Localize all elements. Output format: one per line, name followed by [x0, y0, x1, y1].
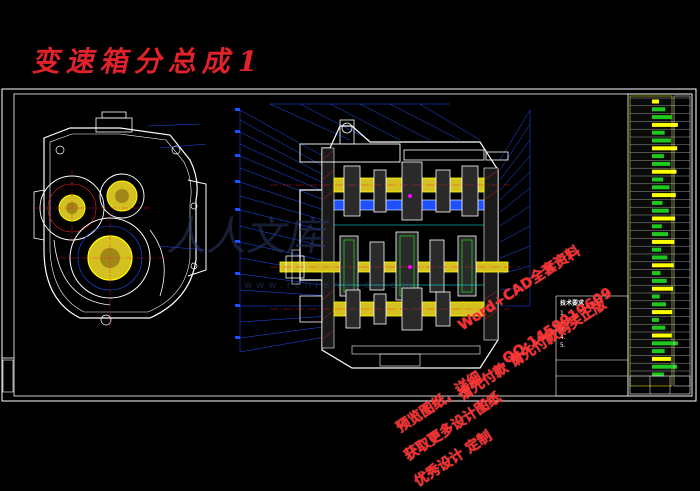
- parts-list-row-text: [652, 130, 665, 135]
- parts-list-row-text: [652, 310, 673, 315]
- technical-note-1: 1.: [560, 310, 566, 317]
- parts-list-row-text: [652, 107, 666, 112]
- parts-list-row-text: [652, 356, 671, 361]
- parts-list-row-text: [652, 333, 672, 338]
- parts-list-row-text: [652, 255, 668, 260]
- technical-note-4: 4.: [560, 334, 566, 341]
- parts-list-row-text: [652, 224, 662, 229]
- parts-list-row-text: [652, 232, 669, 237]
- technical-note-5: 5.: [560, 342, 566, 349]
- parts-list-row-text: [652, 349, 665, 354]
- technical-notes-heading: 技术要求: [560, 300, 585, 307]
- brand-url: www.renrendoc.com: [244, 280, 414, 291]
- parts-list-row-text: [652, 200, 663, 205]
- technical-note-2: 2.: [560, 318, 566, 325]
- parts-list-row-text: [652, 193, 676, 198]
- drawing-title: 变速箱分总成1: [30, 45, 267, 78]
- parts-list-row-text: [652, 364, 678, 369]
- parts-list-row-text: [652, 278, 667, 283]
- gearbox-section-view: [235, 103, 531, 369]
- parts-list-row-text: [652, 161, 671, 166]
- parts-list-table: [627, 93, 693, 397]
- technical-note-3: 3.: [560, 326, 566, 333]
- drawing-frame-outer: [1, 88, 697, 402]
- parts-list-row-text: [652, 122, 678, 127]
- parts-list-row-text: [652, 247, 662, 252]
- parts-list-row-text: [652, 216, 676, 221]
- parts-list-row-text: [652, 115, 672, 120]
- parts-list-row-text: [652, 286, 673, 291]
- parts-list-row-text: [652, 177, 664, 182]
- title-block: [555, 295, 629, 397]
- parts-list-row-text: [652, 263, 674, 268]
- parts-list-row-text: [652, 317, 659, 322]
- parts-list-row-text: [652, 341, 678, 346]
- parts-list-row-text: [652, 208, 669, 213]
- parts-list-row-text: [652, 239, 675, 244]
- parts-list-row-text: [652, 138, 671, 143]
- gearbox-end-view: [33, 111, 207, 330]
- parts-list-row-text: [652, 185, 670, 190]
- parts-list-row-text: [652, 302, 666, 307]
- parts-list-row-text: [652, 154, 664, 159]
- technical-notes: 技术要求 1. 2. 3. 4. 5.: [560, 300, 626, 350]
- parts-list-row-text: [652, 325, 666, 330]
- parts-list-row-text: [652, 99, 659, 104]
- parts-list-row-text: [652, 146, 678, 151]
- parts-list-row-text: [652, 372, 664, 377]
- parts-list-row-text: [652, 294, 660, 299]
- parts-list-row-text: [652, 271, 661, 276]
- frame-corner-box: [2, 359, 14, 393]
- parts-list-row-text: [652, 169, 677, 174]
- brand-watermark: 人人文库: [164, 213, 332, 260]
